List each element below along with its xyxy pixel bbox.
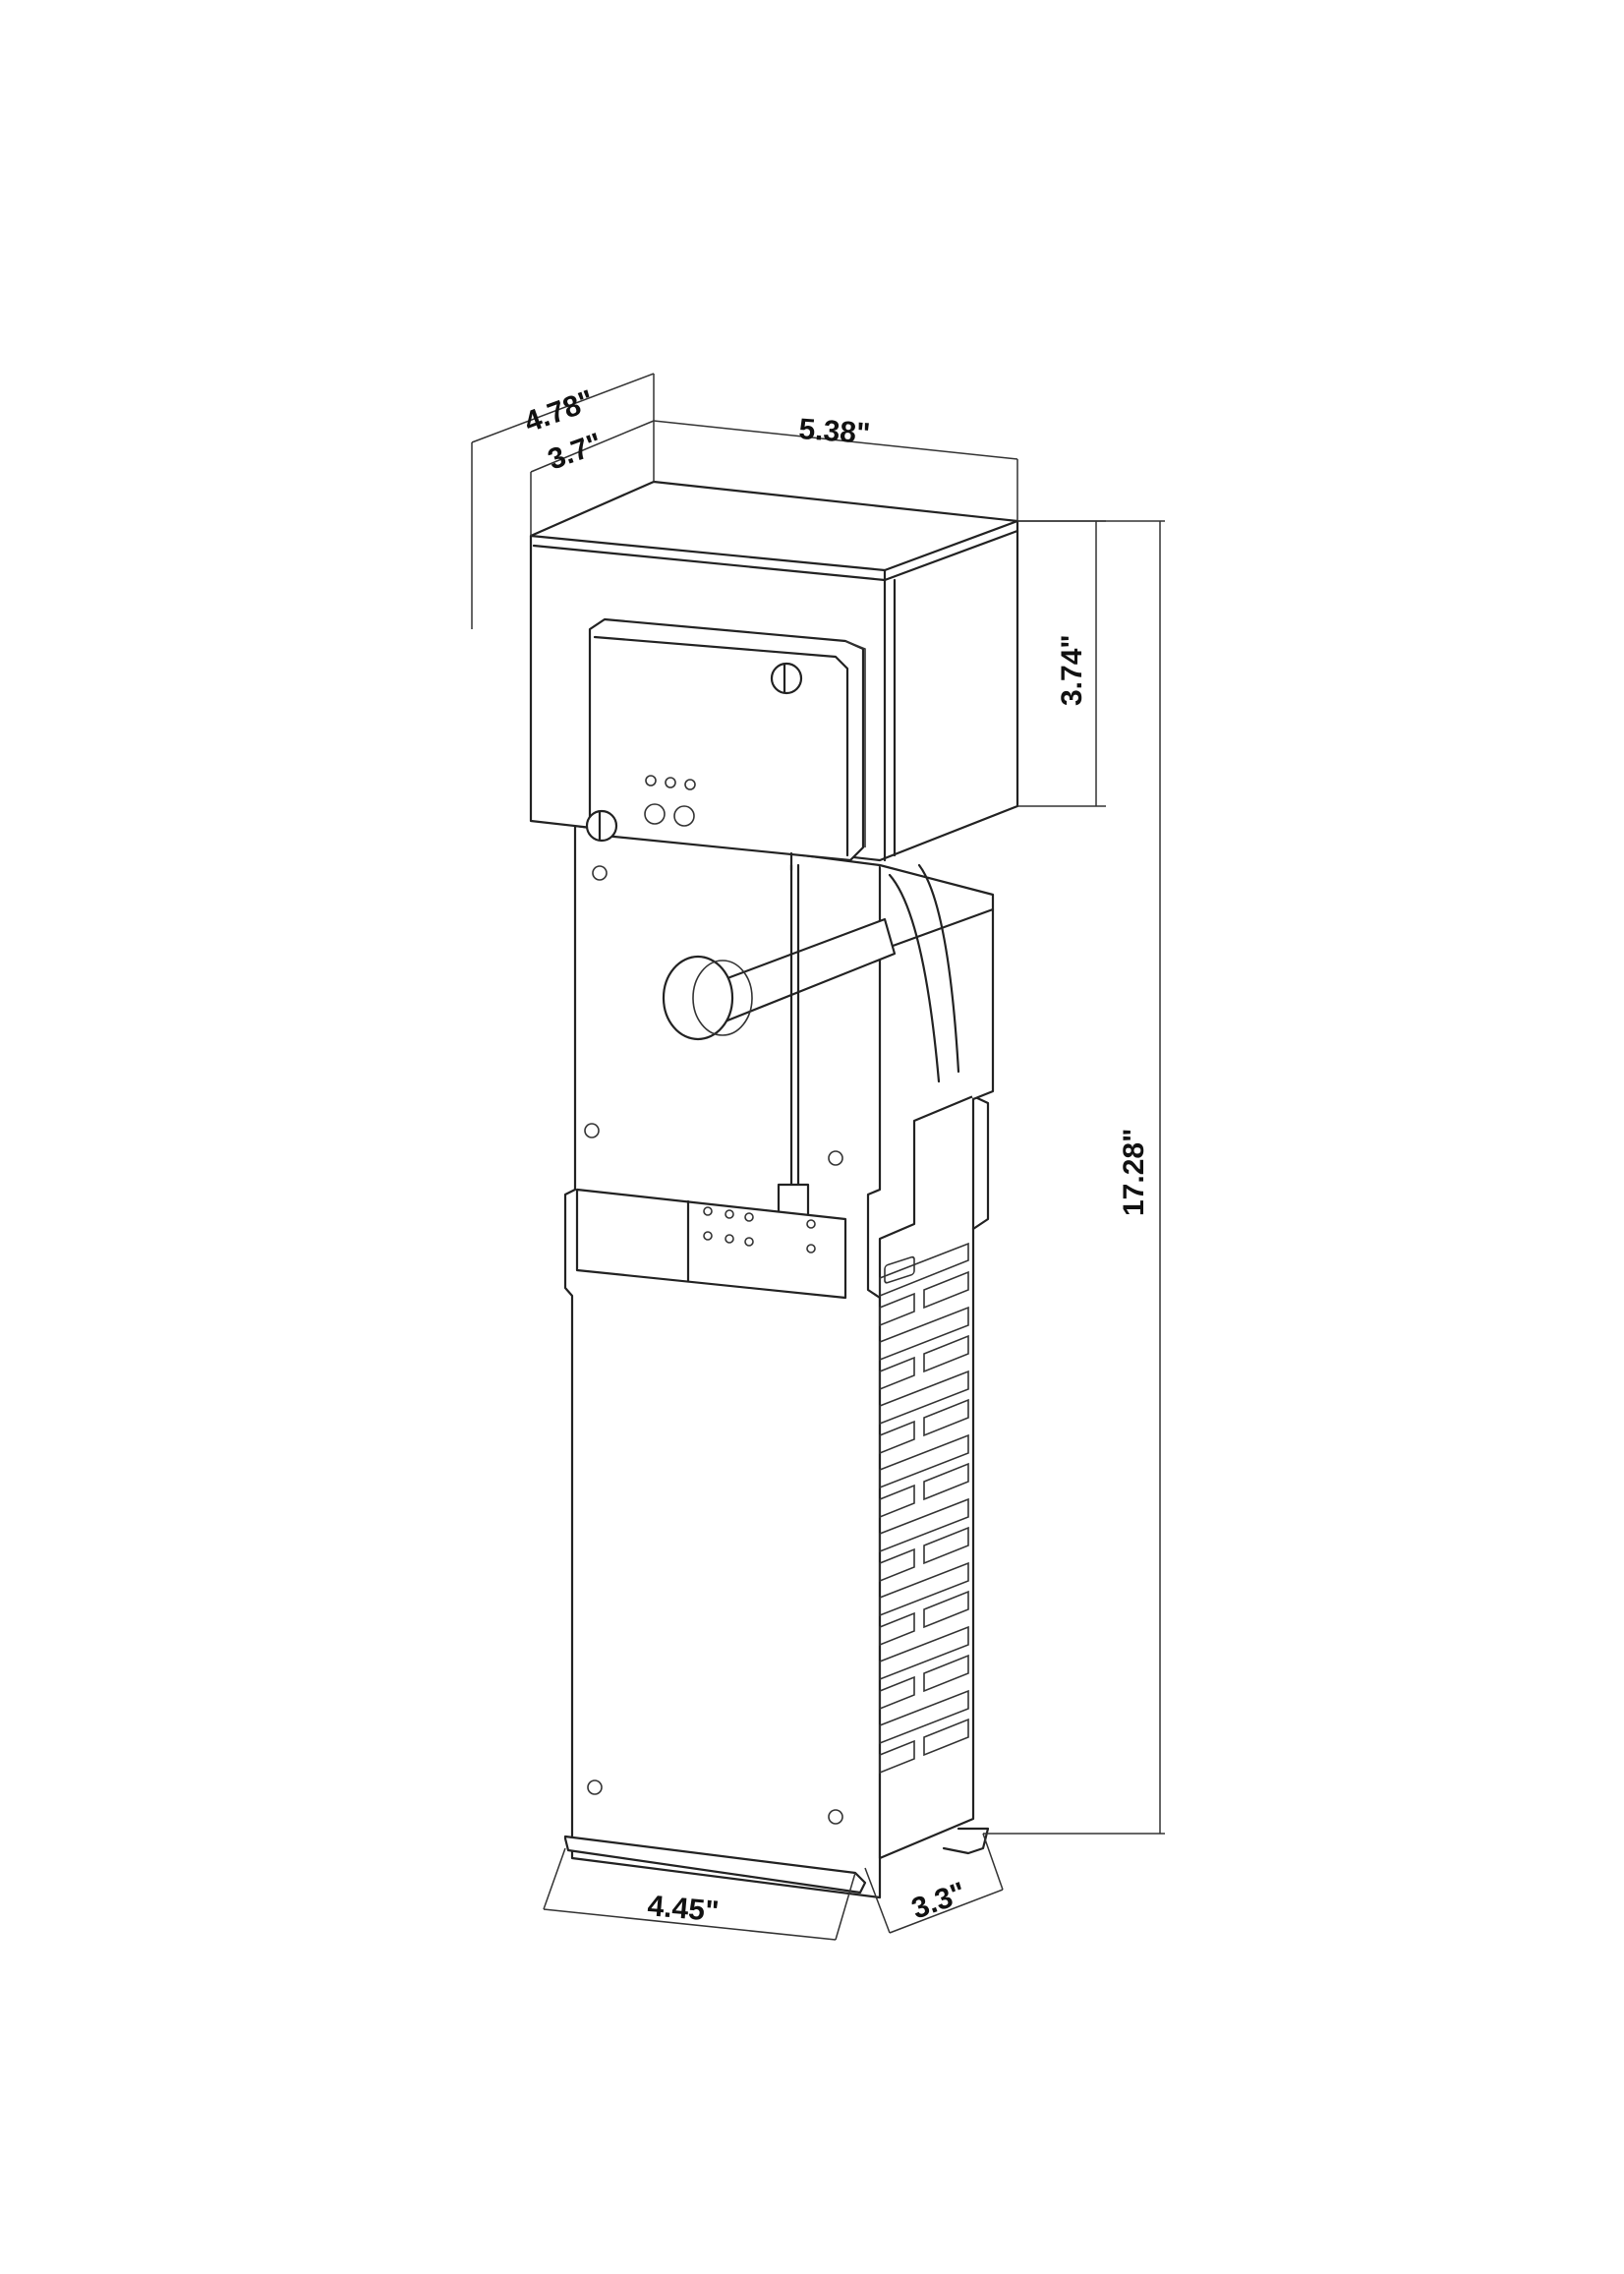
back-plate xyxy=(563,824,882,1899)
dimension-base-depth: 3.3" xyxy=(907,1876,970,1925)
control-box xyxy=(585,617,866,872)
rail-slots xyxy=(879,1242,969,1775)
dimension-head-height: 3.74" xyxy=(1056,634,1088,706)
cutout-panel xyxy=(575,1188,847,1300)
dimension-base-width: 4.45" xyxy=(646,1890,720,1928)
screw-icon xyxy=(770,662,803,695)
dimension-total-height: 17.28" xyxy=(1118,1129,1150,1216)
dimension-depth-inner: 3.7" xyxy=(544,427,607,476)
dimension-top-width: 5.38" xyxy=(798,413,872,450)
screw-icon xyxy=(585,809,618,843)
foot-plate xyxy=(563,1835,867,1895)
adjustment-knob xyxy=(662,955,753,1041)
dimension-lines xyxy=(471,373,1165,1941)
control-buttons xyxy=(644,803,695,827)
indicator-leds xyxy=(645,775,696,790)
